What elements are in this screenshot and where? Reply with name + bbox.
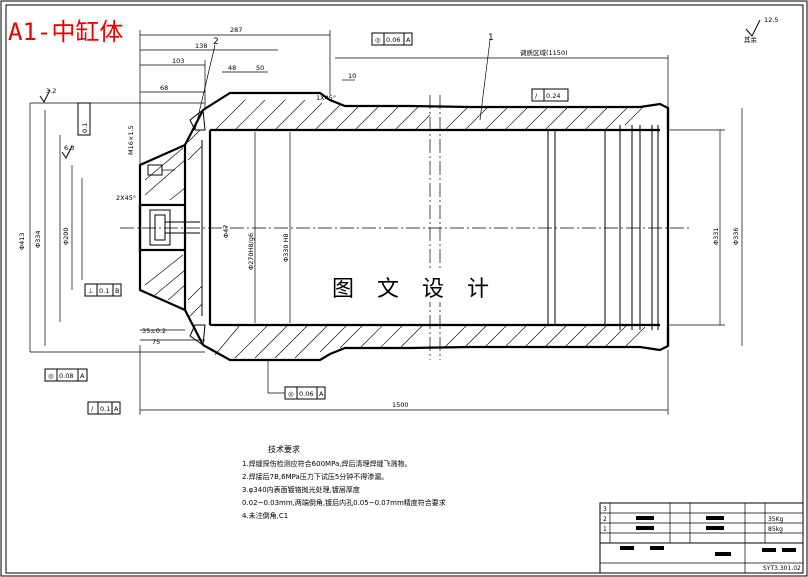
tol-symbol: ⊥ <box>88 287 94 295</box>
tech-req-line-5: 4.未注倒角,C1 <box>242 511 288 520</box>
dim-68: 68 <box>160 84 168 92</box>
tol-value: 0.1 <box>81 123 89 133</box>
hatch-top-wall <box>214 99 644 131</box>
tech-req-title: 技术要求 <box>268 444 300 454</box>
tech-req-line-1: 1.焊缝探伤检测应符合600MPa,焊后清理焊缝飞溅物。 <box>242 459 412 468</box>
stamp-background <box>328 268 478 302</box>
tolerance-frame-top: ◎ 0.06 A <box>371 32 413 46</box>
dim-m16: M16×1.5 <box>127 125 135 155</box>
tech-req-line-4: 0.02~0.03mm,两端倒角,镀后内孔0.05~0.07mm精度符合要求 <box>242 498 446 507</box>
tol-value: 0.1 <box>100 405 110 413</box>
tb-weight: 85kg <box>768 526 783 533</box>
watermark-text: A1-中缸体 <box>8 18 123 46</box>
center-stamp-text: 图 文 设 计 <box>332 277 497 302</box>
dim-10: 10 <box>348 72 356 80</box>
tol-value: 0.08 <box>59 372 73 380</box>
tol-value: 0.06 <box>386 36 400 44</box>
tb-row-3: 3 <box>603 506 607 513</box>
tol-datum: A <box>406 36 411 44</box>
dim-75: 75 <box>152 338 160 346</box>
tol-symbol: ◎ <box>375 36 381 44</box>
tol-datum: A <box>319 390 324 398</box>
dim-1500: 1500 <box>392 401 409 409</box>
dim-phi413: Φ413 <box>18 232 26 250</box>
surface-finish-note: 其余 <box>744 35 758 44</box>
tech-req-line-3: 3.φ340内表面镀铬抛光处理,镀层厚度 <box>242 485 360 494</box>
surface-finish-symbol: 12.5 其余 <box>744 16 778 44</box>
tol-symbol: / <box>535 92 538 100</box>
tolerance-frame-bottom-2: ◎ 0.08 A <box>44 368 88 382</box>
tol-datum: A <box>114 405 119 413</box>
hatch-bottom-wall <box>214 324 646 359</box>
dim-103: 103 <box>172 57 184 65</box>
tol-value: 0.06 <box>299 390 313 398</box>
roughness-value-1: 3.2 <box>46 87 56 95</box>
tolerance-frame-bottom-1: / 0.1 A <box>87 401 121 415</box>
tol-symbol: ◎ <box>48 372 54 380</box>
dim-chamfer-1x45: 1X45° <box>316 94 336 102</box>
dim-quench-zone: 调质区域(1150) <box>520 48 568 57</box>
dim-phi331: Φ331 <box>712 227 720 245</box>
dim-50: 50 <box>256 64 264 72</box>
roughness-value-2: 6.3 <box>64 144 74 152</box>
dim-138: 138 <box>195 42 207 50</box>
part-marker-1: 1 <box>488 33 494 43</box>
tb-drawing-number: SYT3.301.02 <box>763 565 801 572</box>
roughness-mark-left: 3.2 6.3 <box>39 87 74 159</box>
dim-phi334: Φ334 <box>34 230 42 248</box>
tol-datum: A <box>80 372 85 380</box>
dim-287: 287 <box>230 26 242 34</box>
tolerance-frame-left-1: 0.1 <box>77 102 91 136</box>
tb-row-1: 1 <box>603 526 607 533</box>
tol-value: 0.1 <box>99 287 109 295</box>
dim-chamfer-2x45: 2X45° <box>116 194 136 202</box>
dim-phi330: Φ330 H8 <box>282 233 290 262</box>
dim-35: 35±0.2 <box>142 327 166 335</box>
tol-datum: B <box>115 287 119 295</box>
technical-requirements: 技术要求 1.焊缝探伤检测应符合600MPa,焊后清理焊缝飞溅物。 2.焊接后7… <box>242 444 446 520</box>
tolerance-frame-left-2: ⊥ 0.1 B <box>84 283 122 297</box>
dim-phi270: Φ270H8/g6 <box>247 233 255 270</box>
hatch-end-cap <box>144 129 203 319</box>
dim-phi200: Φ200 <box>62 227 70 245</box>
tb-row-2: 2 <box>603 516 607 523</box>
dim-48: 48 <box>228 64 236 72</box>
dim-phi336: Φ336 <box>732 227 740 245</box>
tech-req-line-2: 2.焊接后7B,6MPa压力下试压5分钟不得渗漏。 <box>242 472 388 481</box>
tol-value: 0.24 <box>546 92 560 100</box>
tol-symbol: ◎ <box>288 390 294 398</box>
end-cap <box>138 109 206 346</box>
tolerance-frame-top-right: / 0.24 <box>531 88 569 102</box>
dim-phi47: Φ47 <box>222 225 230 238</box>
break-lines <box>429 95 441 360</box>
tolerance-frame-bottom-3: ◎ 0.06 A <box>267 360 326 400</box>
inner-frame <box>5 4 804 574</box>
part-marker-2: 2 <box>213 37 219 47</box>
cylinder-body <box>201 91 670 362</box>
dimension-lines <box>29 30 743 415</box>
tb-material: 35Kg <box>768 516 784 523</box>
tol-symbol: / <box>91 405 94 413</box>
surface-finish-value: 12.5 <box>764 16 778 24</box>
title-block: 3 2 1 35Kg 85kg SYT3.301.02 <box>599 502 804 574</box>
